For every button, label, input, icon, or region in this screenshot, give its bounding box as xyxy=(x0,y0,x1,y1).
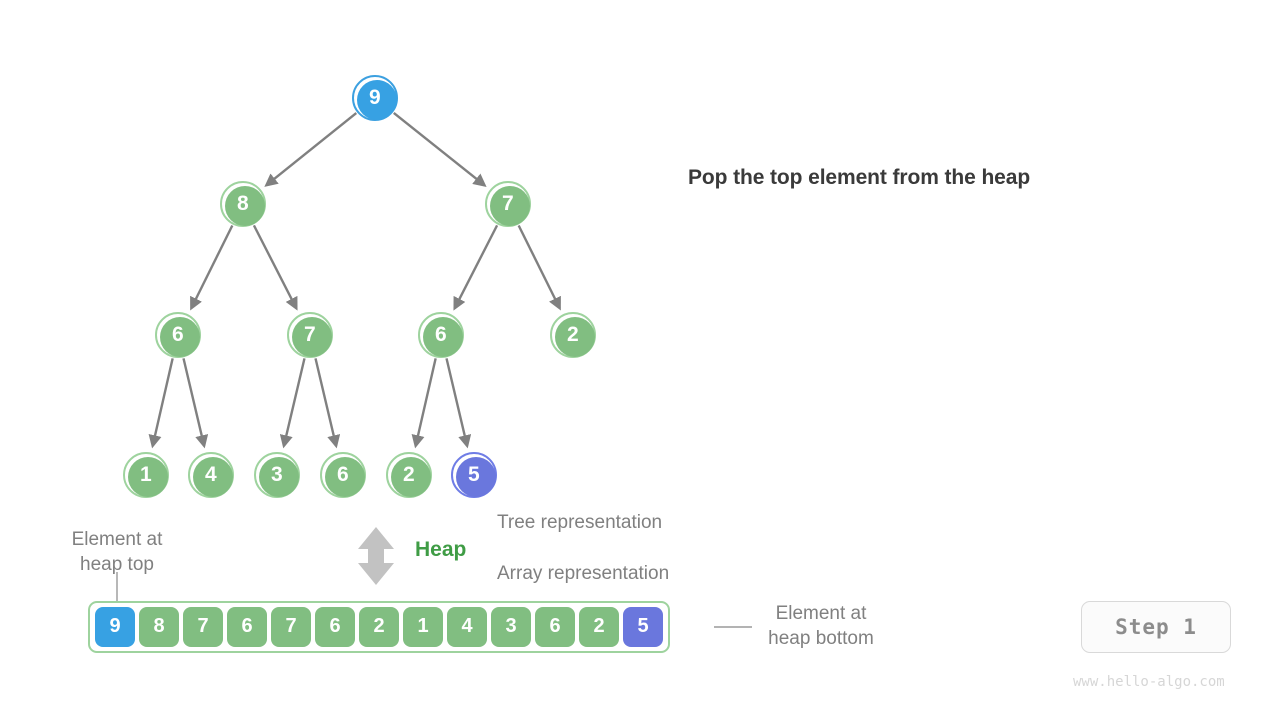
tree-node-value: 6 xyxy=(337,462,349,486)
label-array-representation: Array representation xyxy=(497,563,670,584)
tree-node-value: 2 xyxy=(567,322,579,346)
array-cell-1: 8 xyxy=(139,607,179,647)
array-cell-value: 8 xyxy=(153,615,165,637)
tree-node-fill xyxy=(357,80,397,120)
array-cell-value: 4 xyxy=(461,615,473,637)
tree-node-2-6: 2 xyxy=(550,312,596,358)
array-representation: 9 8 7 6 7 6 2 1 4 3 6 2 5 xyxy=(88,601,670,653)
tree-edge xyxy=(190,224,234,311)
tree-edge xyxy=(445,358,472,449)
step-badge: Step 1 xyxy=(1081,601,1231,653)
tree-edge xyxy=(411,358,437,449)
tree-node-fill xyxy=(128,457,168,497)
tree-node-7-4: 7 xyxy=(287,312,333,358)
tree-node-value: 8 xyxy=(237,191,249,215)
tree-node-value: 6 xyxy=(435,322,447,346)
tree-node-fill xyxy=(456,457,496,497)
array-cell-value: 1 xyxy=(417,615,429,637)
tree-node-value: 7 xyxy=(304,322,316,346)
annotation-heap-top-line2: heap top xyxy=(80,554,154,576)
tree-node-value: 9 xyxy=(369,85,381,109)
tree-node-fill xyxy=(391,457,431,497)
tree-edge xyxy=(264,112,358,187)
array-cell-value: 6 xyxy=(329,615,341,637)
array-cell-value: 6 xyxy=(549,615,561,637)
array-cell-2: 7 xyxy=(183,607,223,647)
tree-edge xyxy=(517,224,561,311)
tree-node-fill xyxy=(325,457,365,497)
annotation-heap-bottom: Element at heap bottom xyxy=(752,601,890,652)
tree-node-2-11: 2 xyxy=(386,452,432,498)
annotation-heap-bottom-line2: heap bottom xyxy=(768,628,874,650)
tree-edge xyxy=(148,358,174,449)
label-heap: Heap xyxy=(415,538,467,561)
tree-node-3-9: 3 xyxy=(254,452,300,498)
array-cell-3: 6 xyxy=(227,607,267,647)
array-cell-5: 6 xyxy=(315,607,355,647)
tree-edge xyxy=(279,358,306,449)
tree-node-value: 7 xyxy=(502,191,514,215)
array-cell-0: 9 xyxy=(95,607,135,647)
tree-edge xyxy=(252,224,298,311)
tree-edge xyxy=(393,112,487,187)
array-cell-4: 7 xyxy=(271,607,311,647)
array-cell-value: 5 xyxy=(637,615,649,637)
tree-node-1-7: 1 xyxy=(123,452,169,498)
array-cell-value: 6 xyxy=(241,615,253,637)
array-cell-9: 3 xyxy=(491,607,531,647)
tree-edge xyxy=(182,358,209,449)
annotation-heap-top-line1: Element at xyxy=(71,529,163,550)
tree-edge xyxy=(314,358,341,449)
tree-node-value: 3 xyxy=(271,462,283,486)
page-title: Pop the top element from the heap xyxy=(688,166,1031,189)
tree-node-5-12: 5 xyxy=(451,452,497,498)
tree-node-value: 1 xyxy=(140,462,152,486)
watermark: www.hello-algo.com xyxy=(1073,674,1225,690)
tree-node-6-10: 6 xyxy=(320,452,366,498)
tree-node-value: 4 xyxy=(205,462,217,486)
array-cell-6: 2 xyxy=(359,607,399,647)
annotation-heap-bottom-line1: Element at xyxy=(775,603,867,624)
tree-node-fill xyxy=(490,186,530,226)
annotation-heap-top: Element at heap top xyxy=(60,527,174,578)
tree-node-6-5: 6 xyxy=(418,312,464,358)
array-cell-value: 7 xyxy=(197,615,209,637)
array-cell-8: 4 xyxy=(447,607,487,647)
tree-node-value: 6 xyxy=(172,322,184,346)
tree-edge xyxy=(453,224,499,311)
tree-node-fill xyxy=(555,317,595,357)
array-cell-11: 2 xyxy=(579,607,619,647)
tree-node-6-3: 6 xyxy=(155,312,201,358)
array-cell-value: 3 xyxy=(505,615,517,637)
tree-node-7-2: 7 xyxy=(485,181,531,227)
tree-node-fill xyxy=(225,186,265,226)
tree-node-fill xyxy=(193,457,233,497)
tree-node-8-1: 8 xyxy=(220,181,266,227)
tree-node-fill xyxy=(292,317,332,357)
tree-node-9-0: 9 xyxy=(352,75,398,121)
label-tree-representation: Tree representation xyxy=(497,512,663,533)
array-cell-7: 1 xyxy=(403,607,443,647)
double-arrow-vertical-icon xyxy=(358,527,394,585)
tree-node-fill xyxy=(259,457,299,497)
tree-node-value: 5 xyxy=(468,462,480,486)
tree-node-fill xyxy=(160,317,200,357)
tree-node-fill xyxy=(423,317,463,357)
tree-node-value: 2 xyxy=(403,462,415,486)
array-cell-10: 6 xyxy=(535,607,575,647)
array-cell-12: 5 xyxy=(623,607,663,647)
array-cell-value: 2 xyxy=(373,615,385,637)
array-cell-value: 2 xyxy=(593,615,605,637)
array-cell-value: 9 xyxy=(109,615,121,637)
tree-node-4-8: 4 xyxy=(188,452,234,498)
array-cell-value: 7 xyxy=(285,615,297,637)
